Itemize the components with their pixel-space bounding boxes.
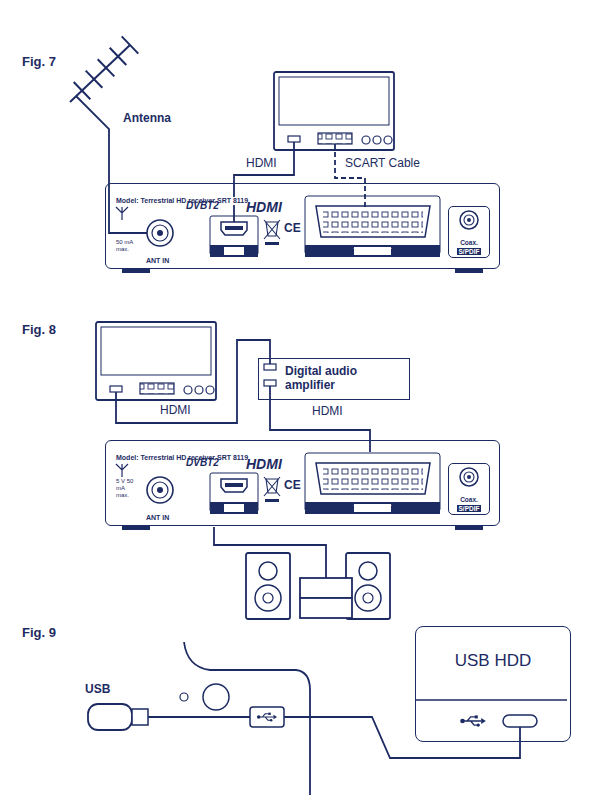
port-name: ANT IN	[146, 257, 169, 265]
logo-text: DVBT2	[186, 201, 219, 211]
loudspeaker	[246, 553, 290, 619]
hifi-unit	[300, 578, 352, 598]
band-text: TV SCART	[354, 247, 392, 255]
hdd-front	[416, 700, 567, 727]
amplifier-ports	[264, 364, 276, 370]
amplifier-ports	[269, 386, 271, 400]
logo-text: DVBT2	[186, 458, 219, 468]
receiver-side-view	[257, 713, 277, 722]
receiver-rear-details	[116, 196, 483, 273]
usb-connection	[148, 716, 250, 718]
usb-cable	[284, 717, 520, 758]
part-label: USB	[85, 683, 110, 697]
connector-label: HDMI	[310, 405, 345, 419]
port-label-band: HDMI	[210, 502, 258, 514]
coax-text: S/PDIF	[457, 248, 482, 255]
figure-number: Fig. 8	[22, 323, 56, 338]
usb-stick	[88, 704, 148, 730]
band-text: HDMI	[224, 247, 243, 255]
rating-note: 5 V 50 mA max.	[116, 478, 136, 499]
receiver-rear-details	[116, 453, 483, 530]
port-label-band: TV SCART	[305, 502, 440, 514]
hdmi-cable	[116, 340, 270, 423]
amplifier-box: Digital audio amplifier	[258, 358, 410, 400]
coax-text: Coax.	[460, 496, 478, 503]
receiver-panel: Model: Terrestrial HD receiver SRT 8119H…	[105, 183, 500, 269]
logo-text: HDMI	[246, 457, 282, 471]
coax-text: S/PDIF	[457, 505, 482, 512]
receiver-side-view	[203, 684, 229, 710]
rating-note: 50 mA max.	[116, 239, 136, 253]
receiver-side-view	[184, 642, 310, 795]
receiver-side-view	[250, 707, 284, 727]
band-text: TV SCART	[354, 504, 392, 512]
recv-text: Model: Terrestrial HD receiver SRT 8119	[116, 454, 248, 462]
hdd-text: USB HDD	[416, 651, 570, 671]
hdd-front	[503, 715, 537, 727]
tv-set	[96, 322, 216, 400]
coax-text: Coax.	[460, 239, 478, 246]
hdmi-cable	[234, 142, 294, 222]
hifi-unit	[300, 598, 352, 618]
cable-label: HDMI	[246, 157, 277, 171]
amp-text: Digital audio amplifier	[285, 365, 401, 393]
hifi-unit	[300, 578, 352, 618]
hdd-front	[416, 699, 567, 701]
mark-text: CE	[284, 479, 301, 493]
coax-output: Coax. S/PDIF	[448, 206, 490, 258]
usb-stick	[88, 704, 132, 730]
figure-number: Fig. 9	[22, 626, 56, 641]
usb-hdd-box: USB HDD	[415, 626, 571, 742]
port-name: ANT IN	[146, 514, 169, 522]
cable-label: SCART Cable	[345, 157, 420, 171]
amplifier-ports	[264, 380, 276, 386]
receiver-side-view	[180, 693, 188, 701]
receiver-side-view	[180, 642, 310, 795]
port-label-band: TV SCART	[305, 245, 440, 257]
antenna	[70, 36, 138, 102]
coax-output: Coax. S/PDIF	[448, 463, 490, 515]
scart-cable	[335, 144, 365, 207]
cable-label: HDMI	[160, 404, 191, 418]
figure-number: Fig. 7	[22, 55, 56, 70]
antenna	[74, 36, 139, 99]
port-label-band: HDMI	[210, 245, 258, 257]
antenna	[70, 45, 130, 102]
amplifier-ports	[264, 364, 276, 400]
usb-stick	[132, 709, 148, 725]
hdmi-connector	[270, 400, 370, 440]
logo-text: HDMI	[246, 200, 282, 214]
recv-text: Model: Terrestrial HD receiver SRT 8119	[116, 197, 248, 205]
mark-text: CE	[284, 222, 301, 236]
hdmi-cable	[369, 440, 371, 452]
band-text: HDMI	[224, 504, 243, 512]
receiver-panel: Model: Terrestrial HD receiver SRT 8119H…	[105, 440, 500, 526]
part-label: Antenna	[123, 112, 171, 126]
tv-set	[274, 72, 394, 150]
hdd-front	[460, 715, 486, 726]
